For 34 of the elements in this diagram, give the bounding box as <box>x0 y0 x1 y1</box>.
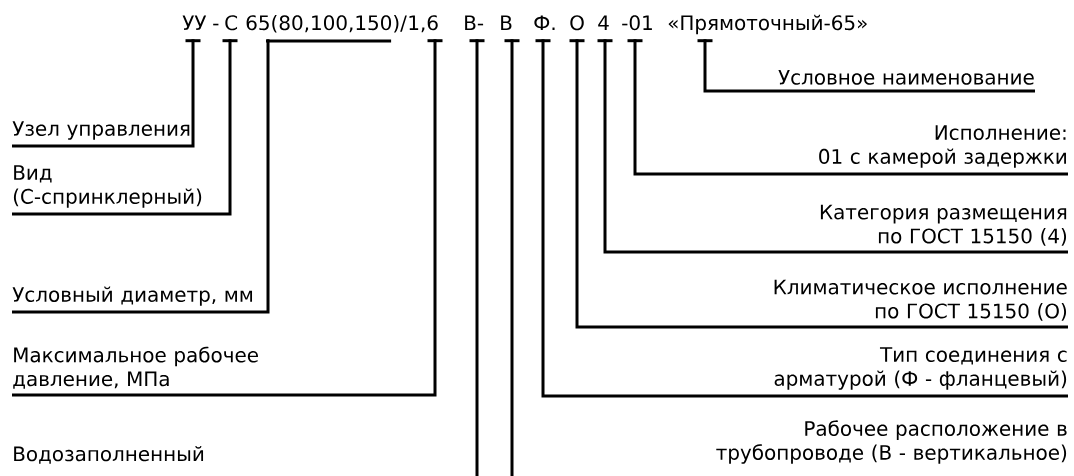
leader-line <box>12 39 437 397</box>
designation-dash: - <box>213 23 219 26</box>
description-text: Категория размещения по ГОСТ 15150 (4) <box>820 204 1067 246</box>
leader-line <box>475 39 479 476</box>
description-text: Климатическое исполнение по ГОСТ 15150 (О) <box>774 279 1067 321</box>
description-text: Максимальное рабочее давление, МПа <box>13 346 258 389</box>
description-text: Условный диаметр, мм <box>12 286 252 306</box>
leader-line <box>12 39 195 148</box>
designation-part: «Прямоточный-65» <box>668 14 867 35</box>
description-text: Условное наименование <box>778 70 1034 85</box>
description-text: Узел управления <box>12 121 190 140</box>
leader-line <box>603 39 1068 254</box>
designation-part: О <box>570 15 584 31</box>
designation-part: 65(80,100,150)/ <box>246 14 407 33</box>
description-text: Водозаполненный <box>14 445 204 464</box>
leader-line <box>575 39 1068 329</box>
designation-part: 1,6 <box>409 15 438 33</box>
description-text: Рабочее расположение в трубопроводе (В - вертикальное) <box>716 420 1067 464</box>
designation-part: -01 <box>622 15 652 31</box>
leader-line <box>12 39 270 314</box>
leader-line <box>12 39 232 216</box>
leader-line <box>633 39 1068 176</box>
designation-part: В- <box>465 15 484 30</box>
description-text: Тип соединения с арматурой (Ф - фланцевый) <box>774 347 1067 390</box>
leader-line <box>510 39 514 476</box>
designation-part: УУ <box>182 15 207 30</box>
designation-part: С <box>225 15 238 31</box>
description-text: Исполнение: 01 с камерой задержки <box>819 125 1066 168</box>
description-text: Вид (С-спринклерный) <box>13 165 202 208</box>
leader-line <box>541 39 1068 398</box>
designation-part: Ф. <box>534 15 555 30</box>
designation-part: 4 <box>598 15 609 30</box>
designation-part: В <box>501 15 512 30</box>
leader-line <box>703 39 1035 93</box>
